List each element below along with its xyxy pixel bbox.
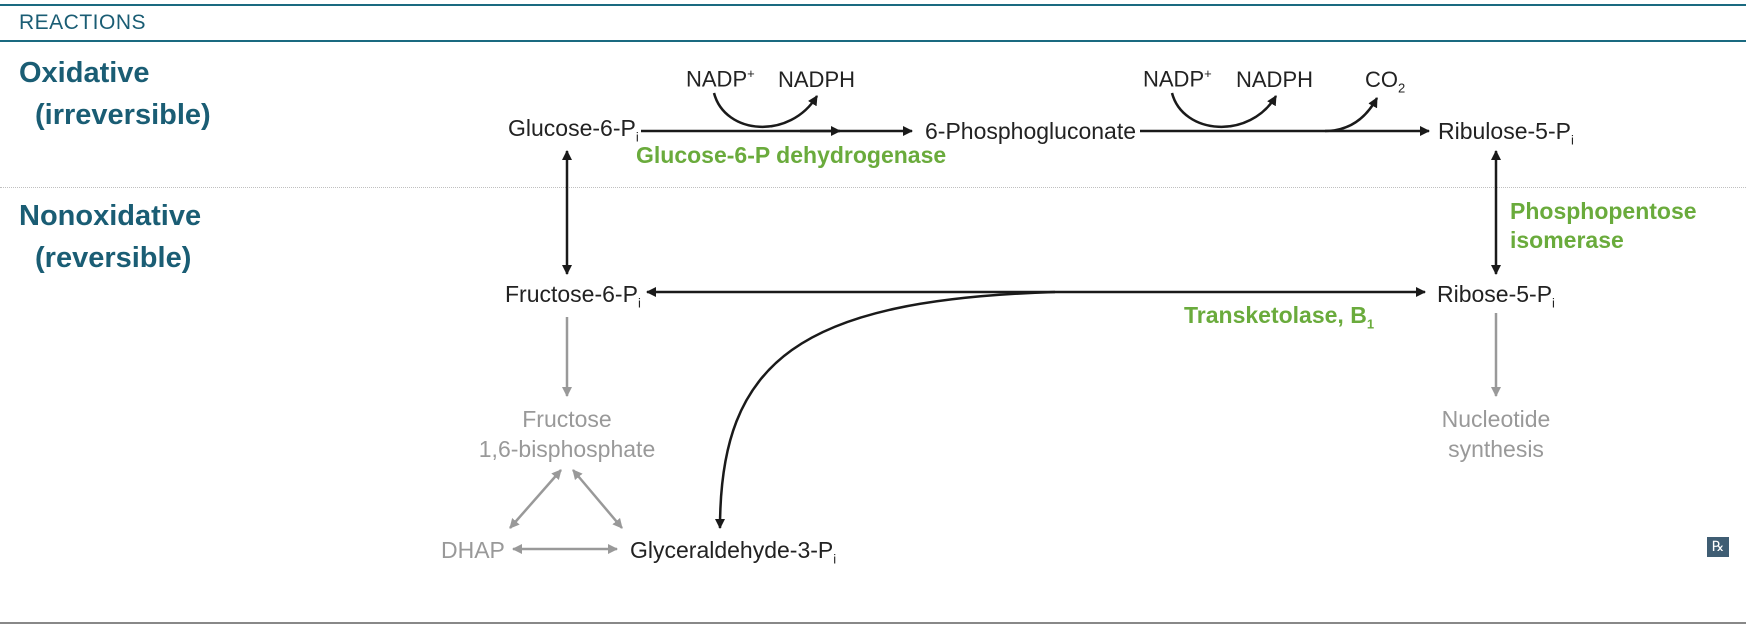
enzyme-transketolase: Transketolase, B1 [1184,302,1375,332]
arrow-f16bp-g3p [572,469,623,529]
section-oxidative: Oxidative (irreversible) [19,52,211,136]
cofactor-co2: CO2 [1365,67,1406,96]
arrow-nadp-to-nadph-2 [1170,92,1278,129]
node-nucleotide-synthesis-line1: Nucleotide [1441,406,1551,432]
cofactor-nadp-2: NADP+ [1143,66,1212,92]
node-dhap: DHAP [441,537,505,563]
node-fructose-6-p: Fructose-6-Pi [505,281,641,311]
arrow-nadp-to-nadph-1 [712,92,819,129]
enzyme-phosphopentose-isomerase: Phosphopentose isomerase [1510,197,1697,255]
section-divider [0,187,1746,188]
section-nonoxidative: Nonoxidative (reversible) [19,195,201,279]
node-fructose-1-6-bisphosphate: Fructose 1,6-bisphosphate [467,404,667,464]
section-oxidative-subtitle: (irreversible) [35,99,211,131]
rx-badge-icon: ℞ [1707,537,1729,557]
cofactor-nadph-1: NADPH [778,67,856,92]
section-nonoxidative-subtitle: (reversible) [35,242,192,274]
header-bar [0,4,1746,42]
node-glyceraldehyde-3-p: Glyceraldehyde-3-Pi [630,537,837,567]
node-6-phosphogluconate: 6-Phosphogluconate [925,118,1136,144]
enzyme-phosphopentose-isomerase-line2: isomerase [1510,227,1624,253]
section-nonoxidative-title: Nonoxidative [19,200,202,232]
enzyme-glucose-6-p-dehydrogenase: Glucose-6-P dehydrogenase [636,142,947,168]
header-title: REACTIONS [19,11,147,34]
bottom-rule [0,622,1746,624]
node-nucleotide-synthesis: Nucleotide synthesis [1406,404,1586,464]
node-fructose-1-6-bisphosphate-line2: 1,6-bisphosphate [478,436,656,462]
node-nucleotide-synthesis-line2: synthesis [1448,436,1544,462]
node-ribose-5-p: Ribose-5-Pi [1437,281,1555,311]
arrow-to-g3p [715,290,1056,529]
node-glucose-6-p: Glucose-6-Pi [508,115,639,145]
node-fructose-1-6-bisphosphate-line1: Fructose [522,406,612,432]
arrow-co2-release [1324,97,1379,133]
node-ribulose-5-p: Ribulose-5-Pi [1438,118,1574,148]
section-oxidative-title: Oxidative [19,57,150,89]
arrow-f16bp-dhap [509,469,562,529]
cofactor-nadp-1: NADP+ [686,66,755,92]
enzyme-phosphopentose-isomerase-line1: Phosphopentose [1510,198,1697,224]
cofactor-nadph-2: NADPH [1236,67,1314,92]
